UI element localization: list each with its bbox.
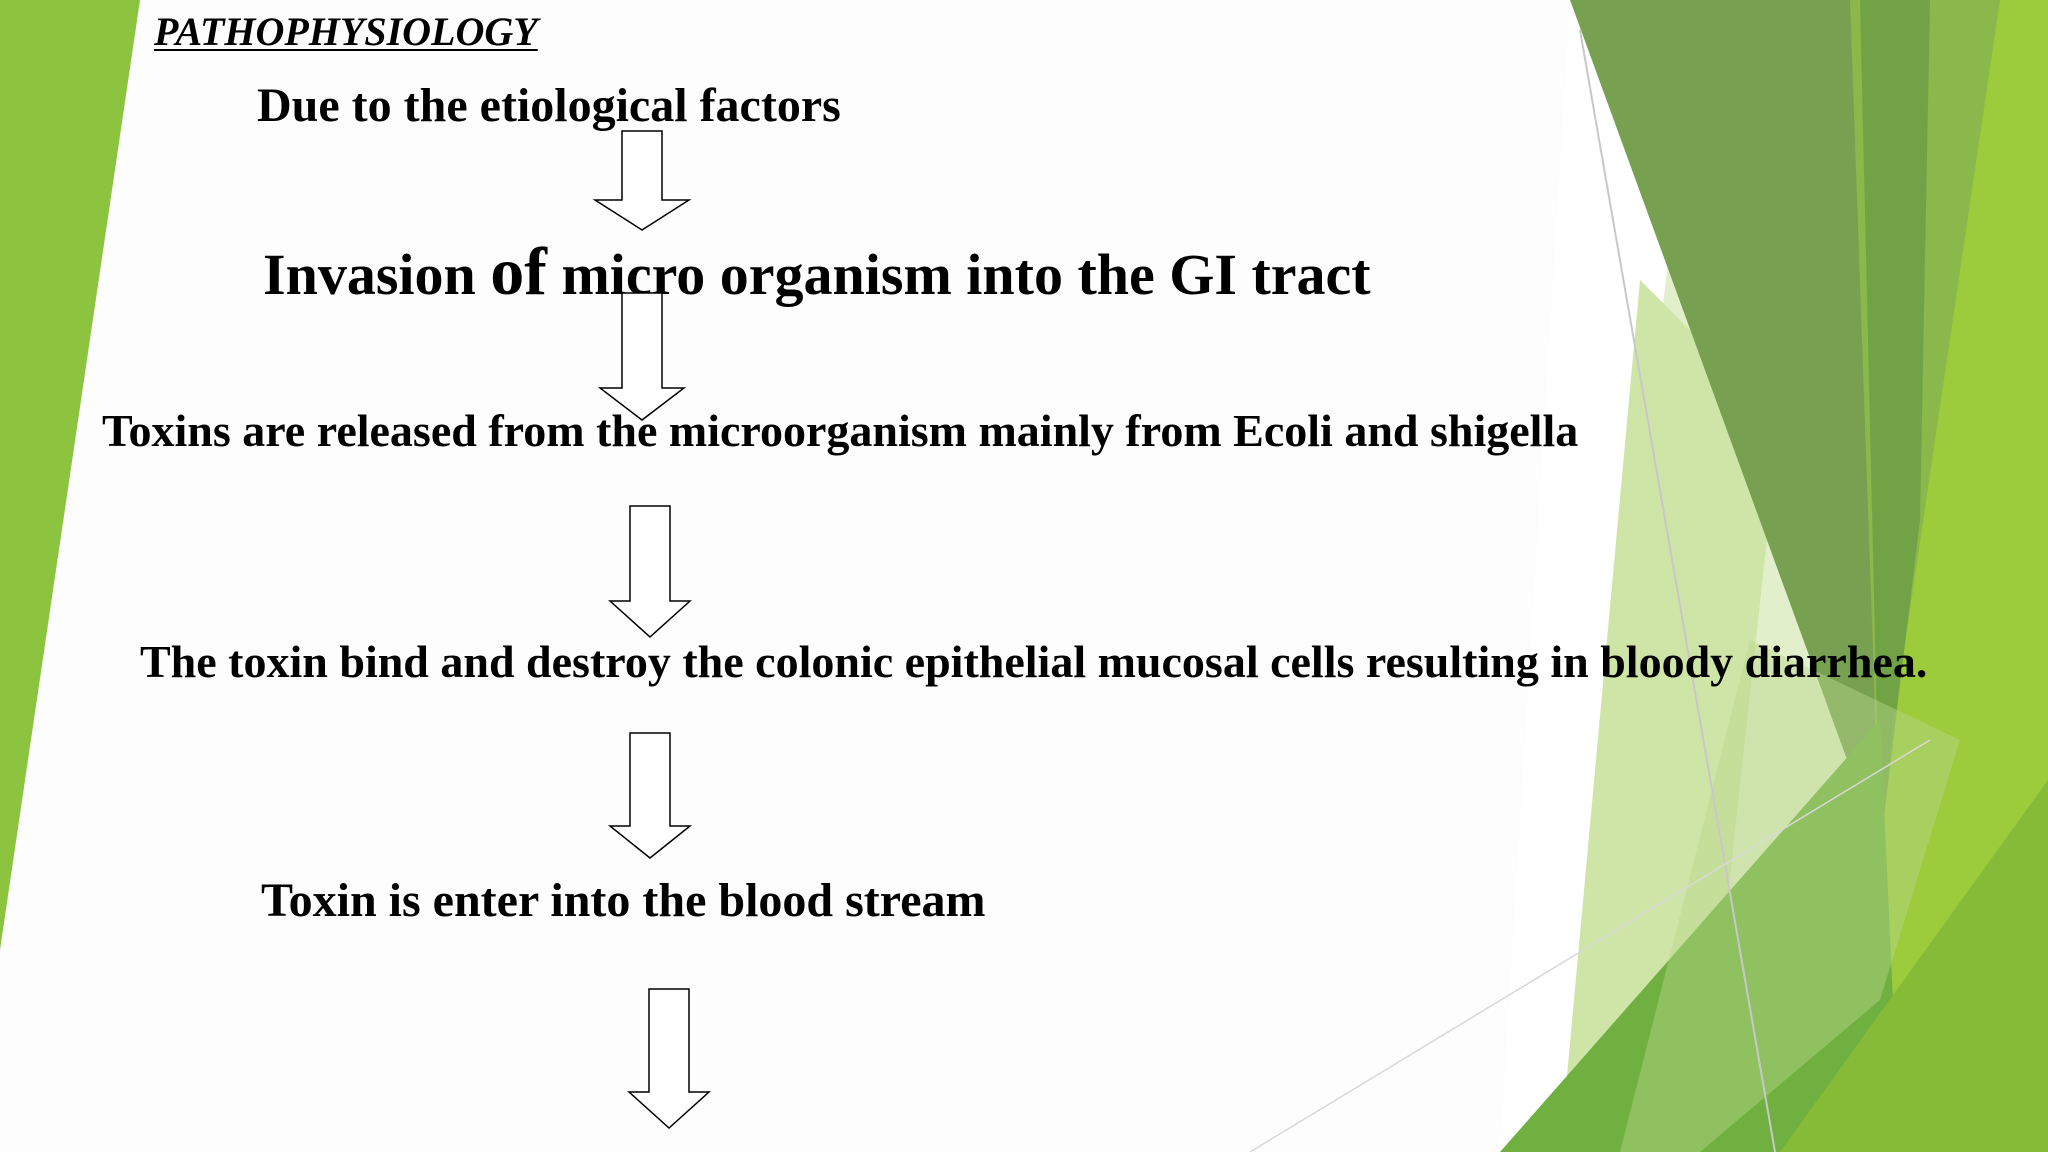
down-arrow-icon xyxy=(608,505,692,639)
down-arrow-icon xyxy=(627,988,711,1130)
flow-step-5: Toxin is enter into the blood stream xyxy=(261,874,986,927)
flow-step-2-of: of xyxy=(490,233,547,309)
slide-heading: PATHOPHYSIOLOGY xyxy=(154,9,538,54)
right-thin-line-2 xyxy=(1249,739,1931,1152)
flow-step-2-part-1: Invasion xyxy=(263,242,491,307)
flow-step-2: Invasion of micro organism into the GI t… xyxy=(263,237,1371,305)
down-arrow-icon xyxy=(592,130,692,231)
right-thin-line xyxy=(1579,29,1776,1152)
flow-step-2-part-2: micro organism into the GI tract xyxy=(546,242,1371,307)
flow-step-1: Due to the etiological factors xyxy=(257,79,841,132)
right-white-cut xyxy=(1500,0,1700,1152)
flow-step-3: Toxins are released from the microorgani… xyxy=(102,405,1579,456)
right-bottom-shape xyxy=(1500,720,1900,1152)
down-arrow-icon xyxy=(608,732,692,859)
flow-step-4: The toxin bind and destroy the colonic e… xyxy=(140,636,1928,687)
right-olive-shape xyxy=(1860,0,1930,850)
right-bottom-dark xyxy=(1780,780,2048,1152)
right-pale-shape xyxy=(1560,280,1780,1152)
right-pale-overlay xyxy=(1620,640,1960,1152)
left-green-shape xyxy=(0,0,140,950)
down-arrow-icon xyxy=(598,292,686,421)
